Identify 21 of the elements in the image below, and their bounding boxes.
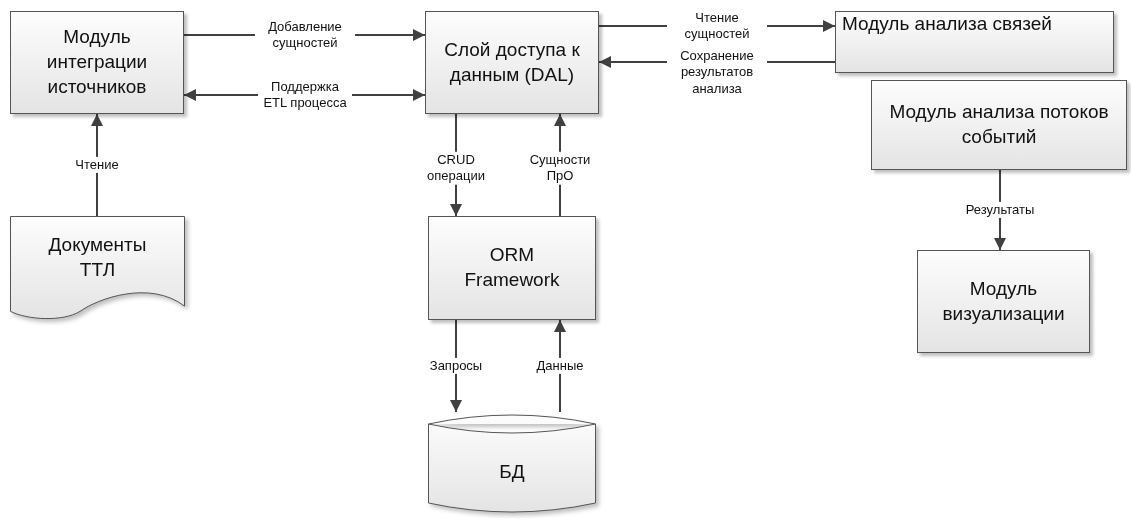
process-box <box>871 80 1127 170</box>
document-shape <box>10 216 185 322</box>
node-label: Модуль анализа потоков событий <box>888 100 1110 149</box>
node-label: Модуль визуализации <box>941 276 1066 326</box>
node-label: БД <box>498 460 526 485</box>
edge-label: Чтение <box>73 156 121 174</box>
node-label: Слой доступа к данным (DAL) <box>443 37 581 87</box>
node-label: Документы ТТЛ <box>47 233 148 282</box>
process-box <box>917 250 1090 353</box>
process-box <box>425 11 599 114</box>
process-box <box>835 11 1114 73</box>
database-cylinder <box>428 412 596 515</box>
edge-label: Данные <box>534 357 586 375</box>
edge-label: Добавление сущностей <box>255 18 355 52</box>
edge-label: Результаты <box>963 201 1037 219</box>
process-box <box>10 11 184 114</box>
node-label: ORM Framework <box>463 243 561 292</box>
node-label: Модуль интеграции источников <box>45 25 149 99</box>
edge-label: Запросы <box>427 357 485 375</box>
node-label: Модуль анализа связей <box>841 12 1053 36</box>
process-box <box>428 216 596 320</box>
